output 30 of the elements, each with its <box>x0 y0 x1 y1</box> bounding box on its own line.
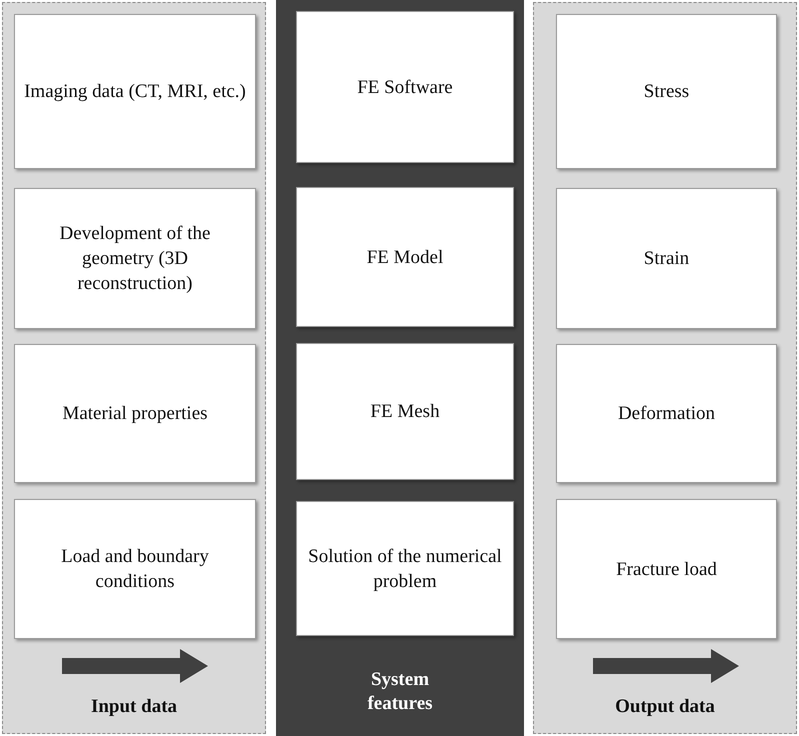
process-box <box>14 344 256 483</box>
column-heading: System features <box>366 668 434 716</box>
column-panel <box>276 0 524 736</box>
column-panel <box>2 2 266 734</box>
box-label: FE Model <box>366 246 444 270</box>
column-panel <box>533 2 797 734</box>
box-label: FE Software <box>356 76 454 100</box>
column-heading: Output data <box>614 695 716 719</box>
box-label: Material properties <box>61 402 209 426</box>
box-label: Deformation <box>616 402 716 426</box>
box-label: Strain <box>642 247 690 271</box>
process-box <box>14 188 256 329</box>
process-box <box>556 344 777 483</box>
box-label: FE Mesh <box>369 400 441 424</box>
box-label: Development of the geometry (3D reconstruction) <box>58 222 212 296</box>
process-box <box>556 499 777 639</box>
column-heading: Input data <box>90 695 178 719</box>
process-box <box>14 14 256 169</box>
box-label: Load and boundary conditions <box>60 545 210 594</box>
process-box <box>556 188 777 329</box>
process-box <box>296 501 514 636</box>
process-box <box>296 11 514 163</box>
box-label: Fracture load <box>615 558 718 582</box>
process-box <box>14 499 256 639</box>
box-label: Imaging data (CT, MRI, etc.) <box>23 80 247 104</box>
box-label: Stress <box>642 80 690 104</box>
box-label: Solution of the numerical problem <box>307 544 503 594</box>
process-box <box>556 14 777 169</box>
process-box <box>296 343 514 480</box>
process-box <box>296 187 514 327</box>
